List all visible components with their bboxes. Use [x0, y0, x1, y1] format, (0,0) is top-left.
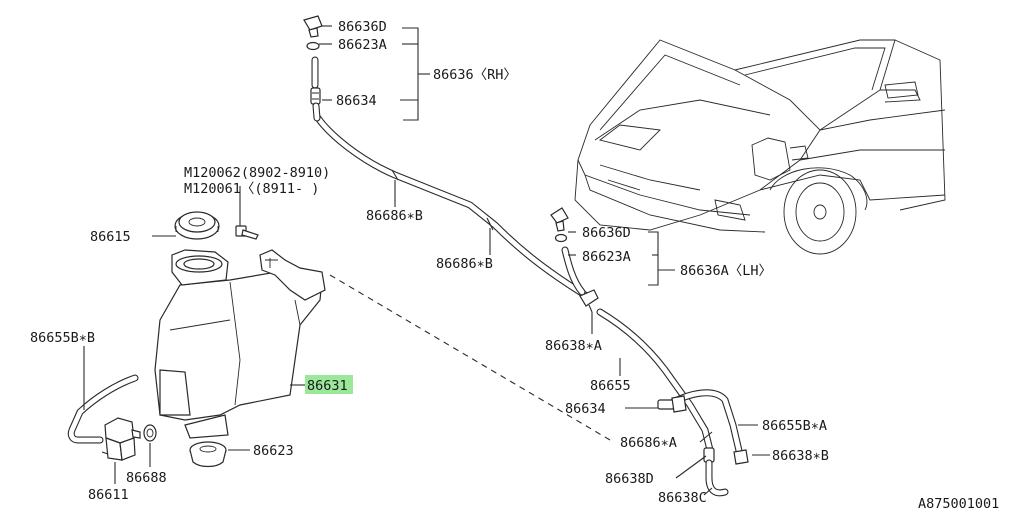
label-86655B-A[interactable]: 86655B∗A — [762, 418, 827, 434]
label-86638C[interactable]: 86638C — [658, 490, 707, 506]
rh-washer-hose — [303, 15, 589, 299]
label-86634-top[interactable]: 86634 — [336, 93, 377, 109]
label-86615[interactable]: 86615 — [90, 229, 131, 245]
pump-seal — [143, 424, 157, 442]
label-86636D-top[interactable]: 86636D — [338, 19, 387, 35]
label-86611[interactable]: 86611 — [88, 487, 129, 503]
label-86634-low[interactable]: 86634 — [565, 401, 606, 417]
mounting-bolt — [235, 225, 259, 240]
car-illustration — [574, 39, 946, 255]
label-86623A-top[interactable]: 86623A — [338, 37, 387, 53]
label-86655B-B[interactable]: 86655B∗B — [30, 330, 95, 346]
label-86638B[interactable]: 86638∗B — [772, 448, 829, 464]
label-86638A[interactable]: 86638∗A — [545, 338, 602, 354]
pump-hose — [67, 374, 139, 444]
label-86623[interactable]: 86623 — [253, 443, 294, 459]
lower-hose-assembly — [657, 389, 749, 497]
washer-tank — [154, 249, 326, 439]
label-86688[interactable]: 86688 — [126, 470, 167, 486]
washer-pump — [101, 417, 141, 461]
part-labels: 86636D 86623A 86636〈RH〉 86634 M120062(89… — [30, 19, 999, 512]
lh-washer-hose — [550, 207, 714, 454]
label-86636A-lh[interactable]: 86636A〈LH〉 — [680, 263, 772, 279]
leader-lines — [83, 25, 770, 496]
grommet — [189, 441, 227, 468]
part-highlight — [305, 375, 353, 394]
label-86636D-mid[interactable]: 86636D — [582, 225, 631, 241]
label-86631[interactable]: 86631 — [307, 378, 348, 394]
diagram-id: A875001001 — [918, 496, 999, 511]
label-86636-rh[interactable]: 86636〈RH〉 — [433, 67, 517, 83]
label-86623A-mid[interactable]: 86623A — [582, 249, 631, 265]
label-86686B-2[interactable]: 86686∗B — [436, 256, 493, 272]
label-86686A[interactable]: 86686∗A — [620, 435, 677, 451]
label-m120061[interactable]: M120061〈(8911- ) — [184, 181, 319, 197]
label-86638D[interactable]: 86638D — [605, 471, 654, 487]
label-86686B-1[interactable]: 86686∗B — [366, 208, 423, 224]
label-m120062[interactable]: M120062(8902-8910) — [184, 165, 330, 181]
tank-cap — [174, 211, 220, 240]
label-86655[interactable]: 86655 — [590, 378, 631, 394]
